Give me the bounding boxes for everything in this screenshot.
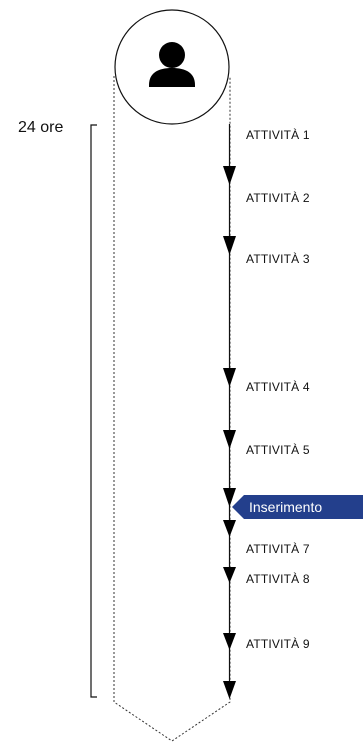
timeline-arrowheads — [223, 166, 236, 699]
activity-label: ATTIVITÀ 1 — [246, 128, 310, 142]
insert-tag-shape — [232, 495, 363, 519]
arrowhead-4 — [223, 430, 236, 449]
activity-label: ATTIVITÀ 2 — [246, 191, 310, 205]
arrowhead-1 — [223, 166, 236, 185]
arrowhead-6 — [223, 520, 236, 537]
activity-label: ATTIVITÀ 7 — [246, 542, 310, 556]
arrowhead-2 — [223, 236, 236, 255]
activity-label: ATTIVITÀ 3 — [246, 252, 310, 266]
duration-label: 24 ore — [18, 119, 64, 136]
activity-label: ATTIVITÀ 8 — [246, 572, 310, 586]
activity-label: ATTIVITÀ 5 — [246, 443, 310, 457]
arrowhead-8 — [223, 633, 236, 650]
activity-label: ATTIVITÀ 9 — [246, 637, 310, 651]
arrowhead-9 — [223, 681, 236, 699]
insert-tag-label: Inserimento — [249, 499, 323, 515]
insert-tag: Inserimento — [232, 495, 363, 519]
activity-label: ATTIVITÀ 4 — [246, 380, 310, 394]
arrowhead-3 — [223, 368, 236, 387]
time-bracket — [90, 124, 97, 698]
person-icon — [149, 42, 195, 87]
arrowhead-5 — [223, 488, 236, 507]
arrowhead-7 — [223, 567, 236, 583]
dashed-column-outline — [113, 76, 231, 742]
